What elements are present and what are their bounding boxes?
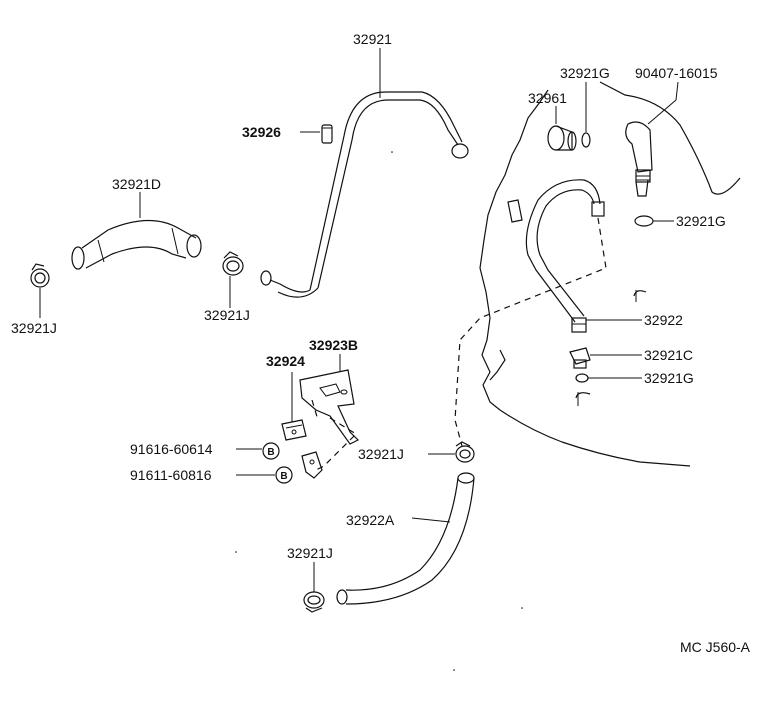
svg-text:B: B bbox=[267, 447, 274, 458]
label-32921c: 32921C bbox=[644, 347, 693, 363]
clamp-32921j-left bbox=[30, 263, 50, 288]
oring-32921g-right bbox=[634, 215, 654, 227]
label-32921g-low: 32921G bbox=[644, 370, 694, 386]
case-marks bbox=[575, 290, 647, 406]
hose-32922a bbox=[336, 472, 475, 605]
bracket-32923b bbox=[299, 369, 360, 445]
pipe-32922 bbox=[525, 179, 605, 333]
label-32926: 32926 bbox=[242, 124, 281, 140]
label-32922: 32922 bbox=[644, 312, 683, 328]
pipe-stub bbox=[507, 199, 523, 223]
label-32921j-center: 32921J bbox=[358, 446, 404, 462]
label-32922a: 32922A bbox=[346, 512, 395, 528]
label-32921: 32921 bbox=[353, 31, 392, 47]
clip-lower bbox=[301, 451, 323, 479]
clamp-32921j-mid bbox=[222, 251, 244, 276]
bolt-mark-1: B bbox=[262, 442, 280, 460]
label-90407-16015: 90407-16015 bbox=[635, 65, 718, 81]
scan-specks bbox=[235, 151, 523, 671]
label-32921j-left: 32921J bbox=[11, 320, 57, 336]
catalog-code: MC J560-A bbox=[680, 639, 751, 655]
label-91616-60614: 91616-60614 bbox=[130, 441, 213, 457]
label-91611-60816: 91611-60816 bbox=[130, 467, 212, 483]
dashed-connections bbox=[311, 217, 607, 471]
leader-32922a bbox=[411, 517, 451, 523]
label-32921j-mid: 32921J bbox=[204, 307, 250, 323]
label-32921g-right: 32921G bbox=[676, 213, 726, 229]
label-32924: 32924 bbox=[266, 353, 305, 369]
plug-32926 bbox=[321, 124, 333, 144]
grommet-32961 bbox=[547, 125, 577, 151]
label-32921j-bottom: 32921J bbox=[287, 545, 333, 561]
clip-32924 bbox=[281, 419, 307, 441]
clamp-32921j-center bbox=[455, 441, 475, 463]
label-32923b: 32923B bbox=[309, 337, 358, 353]
transmission-case-outline bbox=[479, 81, 741, 467]
hose-32921 bbox=[260, 91, 469, 298]
oring-32921g-low bbox=[575, 373, 589, 383]
svg-text:B: B bbox=[280, 471, 287, 482]
label-32961: 32961 bbox=[528, 90, 567, 106]
oring-32921g-top bbox=[581, 132, 591, 148]
bolt-mark-2: B bbox=[275, 466, 293, 484]
fitting-90407 bbox=[625, 121, 653, 197]
label-32921g-top: 32921G bbox=[560, 65, 610, 81]
bolt-32921c bbox=[569, 347, 591, 369]
label-32921d: 32921D bbox=[112, 176, 161, 192]
clamp-32921j-bottom bbox=[303, 591, 325, 613]
hose-32921d bbox=[71, 219, 202, 270]
leader-90407 bbox=[647, 81, 679, 125]
